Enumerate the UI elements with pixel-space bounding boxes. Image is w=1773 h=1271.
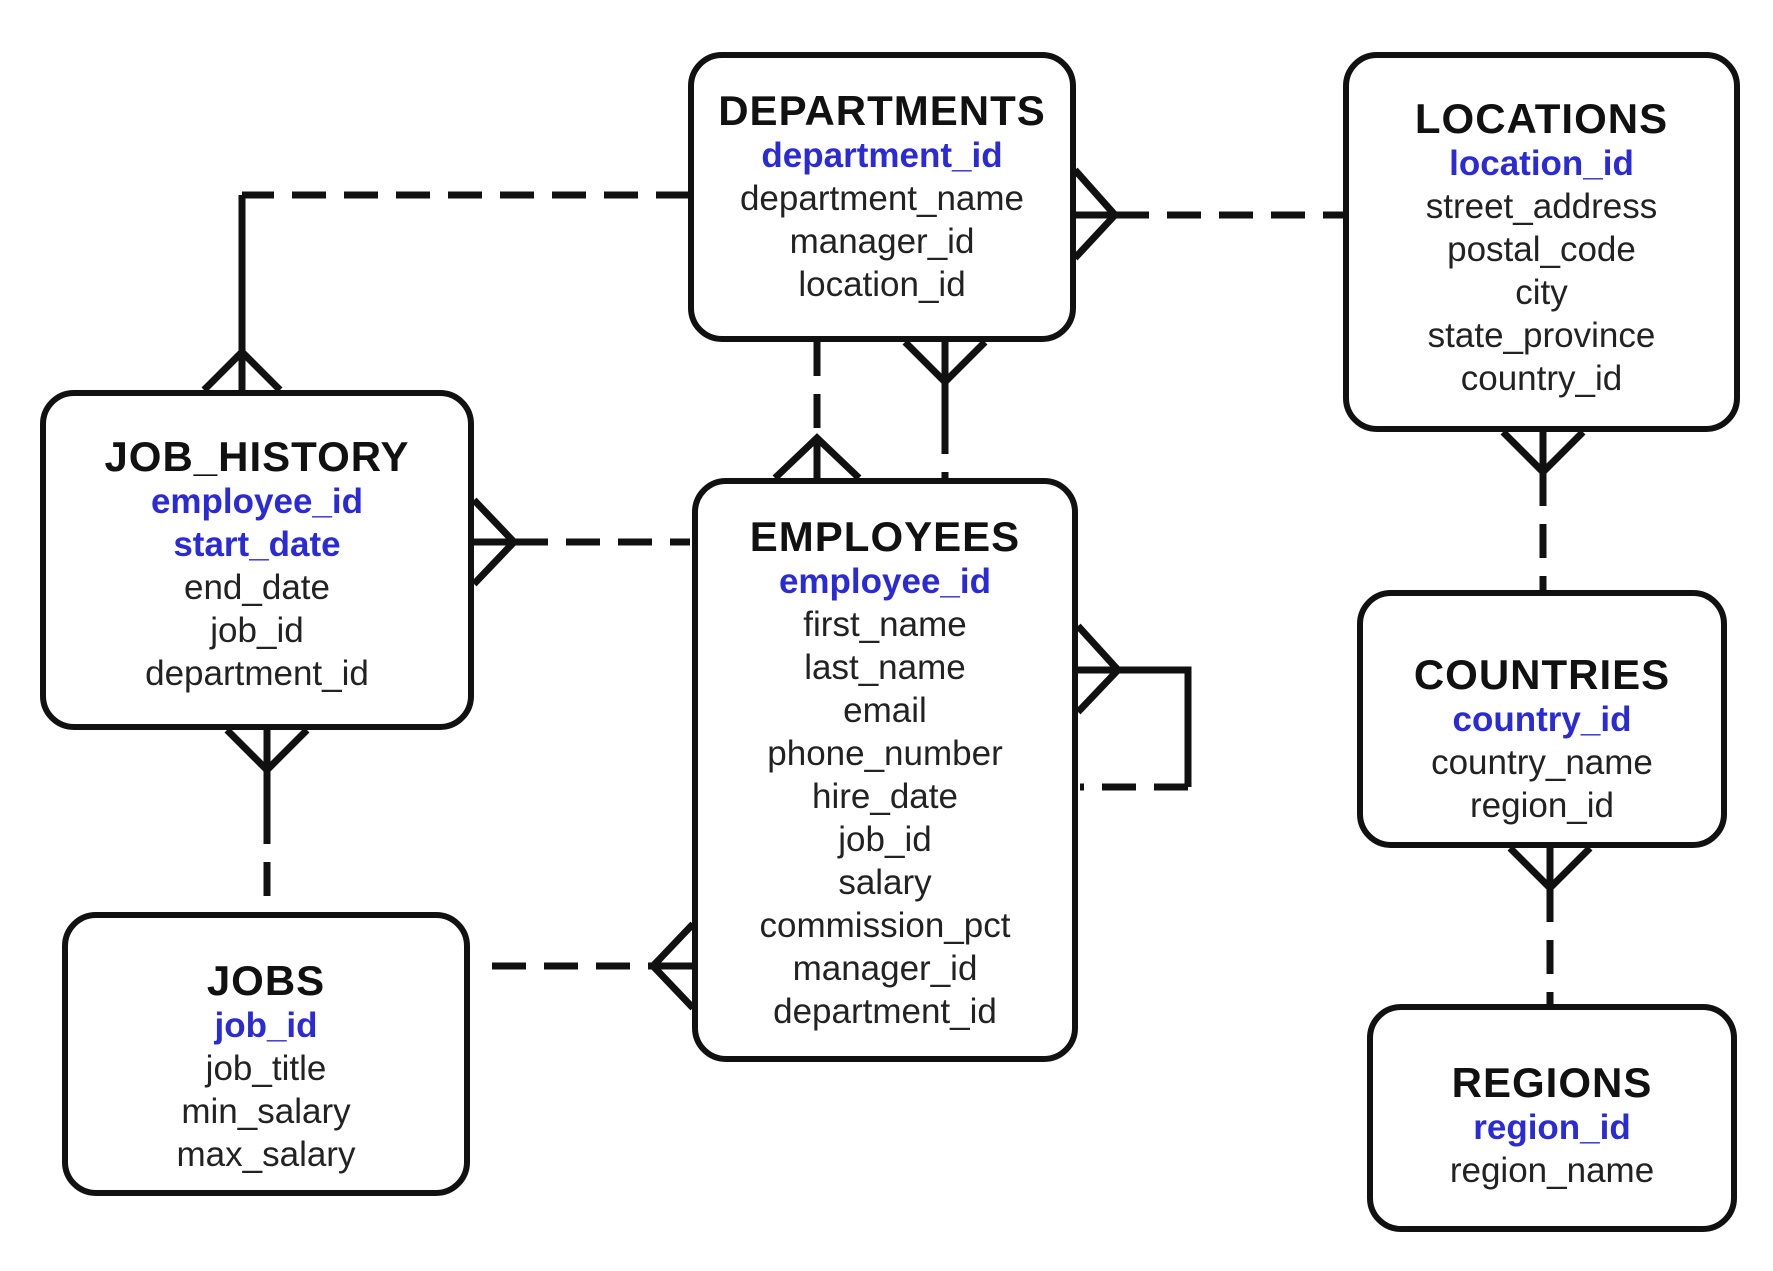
crowfoot-countries-bottom <box>1507 845 1593 893</box>
entity-jobs[interactable]: JOBS job_id job_title min_salary max_sal… <box>62 912 470 1196</box>
field: manager_id <box>789 222 975 261</box>
primary-key-field: department_id <box>761 136 1003 175</box>
entity-title: COUNTRIES <box>1413 651 1671 698</box>
field: hire_date <box>812 777 958 816</box>
crowfoot-job-history-bottom <box>224 727 310 775</box>
field: country_name <box>1431 743 1653 782</box>
crowfoot-locations-bottom <box>1500 429 1586 477</box>
field: department_id <box>773 992 997 1031</box>
crowfoot-employees-left <box>648 921 696 1011</box>
field: manager_id <box>792 949 978 988</box>
field: state_province <box>1427 316 1656 355</box>
field: last_name <box>804 648 966 687</box>
primary-key-field: region_id <box>1473 1108 1631 1147</box>
entity-title: REGIONS <box>1451 1059 1653 1106</box>
entity-title: JOB_HISTORY <box>104 433 410 480</box>
entity-title: DEPARTMENTS <box>718 87 1046 134</box>
field: min_salary <box>181 1092 351 1131</box>
entity-title: EMPLOYEES <box>749 513 1021 560</box>
field-list: job_id job_title min_salary max_salary <box>68 1004 464 1176</box>
primary-key-field: employee_id <box>778 562 992 601</box>
entity-title: LOCATIONS <box>1414 95 1669 142</box>
primary-key-field: country_id <box>1452 700 1632 739</box>
crowfoot-job-history-top <box>201 347 283 393</box>
entity-countries[interactable]: COUNTRIES country_id country_name region… <box>1357 590 1727 848</box>
field: first_name <box>803 605 967 644</box>
field-list: employee_id first_name last_name email p… <box>698 560 1072 1033</box>
field: job_title <box>205 1049 327 1088</box>
field: phone_number <box>767 734 1003 773</box>
primary-key-field: start_date <box>173 525 341 564</box>
entity-departments[interactable]: DEPARTMENTS department_id department_nam… <box>688 52 1076 342</box>
rel-employees-self-solid <box>1118 666 1192 787</box>
field: commission_pct <box>759 906 1011 945</box>
field: location_id <box>798 265 966 304</box>
field: email <box>843 691 927 730</box>
field-list: region_id region_name <box>1373 1106 1731 1192</box>
crowfoot-job-history-right <box>471 497 519 587</box>
field: street_address <box>1425 187 1658 226</box>
crowfoot-departments-right <box>1072 167 1120 261</box>
field: region_name <box>1449 1151 1655 1190</box>
field: postal_code <box>1447 230 1636 269</box>
primary-key-field: job_id <box>214 1006 318 1045</box>
crowfoot-employees-self <box>1075 623 1123 715</box>
field: salary <box>838 863 932 902</box>
field: department_name <box>739 179 1025 218</box>
field: job_id <box>210 611 304 650</box>
crowfoot-departments-bottom <box>902 339 988 387</box>
field: country_id <box>1460 359 1623 398</box>
entity-job-history[interactable]: JOB_HISTORY employee_id start_date end_d… <box>40 390 474 730</box>
crowfoot-employees-top <box>772 433 862 481</box>
field-list: location_id street_address postal_code c… <box>1349 142 1734 400</box>
entity-employees[interactable]: EMPLOYEES employee_id first_name last_na… <box>692 478 1078 1062</box>
primary-key-field: location_id <box>1449 144 1634 183</box>
field: end_date <box>184 568 330 607</box>
entity-locations[interactable]: LOCATIONS location_id street_address pos… <box>1343 52 1740 432</box>
primary-key-field: employee_id <box>150 482 364 521</box>
field: city <box>1515 273 1568 312</box>
field-list: employee_id start_date end_date job_id d… <box>46 480 468 695</box>
field-list: department_id department_name manager_id… <box>694 134 1070 306</box>
field: max_salary <box>176 1135 356 1174</box>
entity-regions[interactable]: REGIONS region_id region_name <box>1367 1004 1737 1232</box>
field: region_id <box>1470 786 1614 825</box>
field: department_id <box>145 654 369 693</box>
field: job_id <box>838 820 932 859</box>
entity-title: JOBS <box>206 957 326 1004</box>
field-list: country_id country_name region_id <box>1363 698 1721 827</box>
